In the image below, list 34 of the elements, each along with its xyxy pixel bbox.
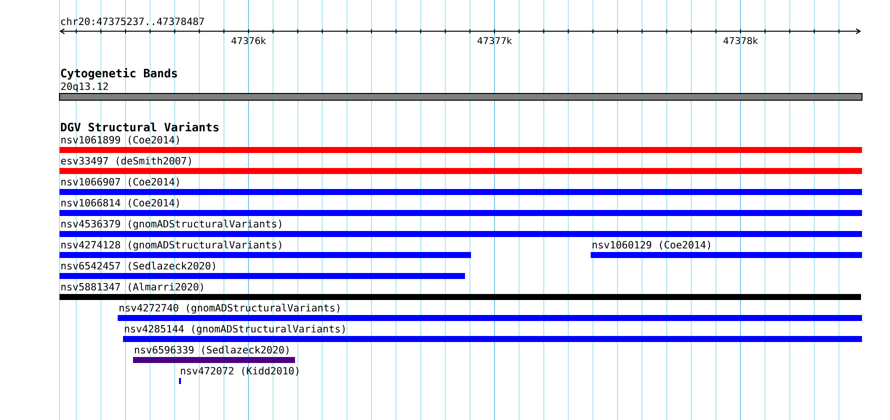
- track-title: Cytogenetic Bands: [61, 68, 177, 80]
- node-label: esv33497 (deSmith2007): [61, 156, 191, 166]
- track-title: DGV Structural Variants: [60, 122, 218, 132]
- variant-bar: nsv4285144 (gnomADStructuralVariants): [123, 324, 862, 342]
- node-label: nsv1060129 (Coe2014): [592, 240, 710, 250]
- variant-bar: nsv4272740 (gnomADStructuralVariants): [118, 304, 862, 321]
- node-label: nsv5881347 (Almarri2020): [61, 282, 203, 292]
- variant-bar: esv33497 (deSmith2007): [60, 156, 862, 174]
- variant-bar: nsv6596339 (Sedlazeck2020): [133, 346, 295, 363]
- node-label: nsv4285144 (gnomADStructuralVariants): [124, 324, 345, 335]
- variant-bar: nsv1061899 (Coe2014): [60, 136, 862, 153]
- node-label: nsv1061899 (Coe2014): [61, 136, 179, 145]
- tick-label: 47376k: [231, 36, 266, 44]
- node-label: nsv4274128 (gnomADStructuralVariants): [61, 240, 282, 251]
- node-label: nsv6596339 (Sedlazeck2020): [134, 346, 288, 355]
- node-label: nsv4272740 (gnomADStructuralVariants): [120, 304, 340, 314]
- range-label: chr20:47375237..47378487: [61, 17, 204, 26]
- node-label: nsv1066907 (Coe2014): [61, 178, 179, 187]
- variant-bar: nsv4536379 (gnomADStructuralVariants): [60, 220, 862, 237]
- variant-bar: nsv1066907 (Coe2014): [60, 178, 862, 195]
- variant-bar: nsv472072 (Kidd2010): [179, 366, 298, 384]
- node-label: nsv1066814 (Coe2014): [61, 198, 179, 208]
- cytoband-bar: 20q13.12: [59, 82, 863, 101]
- variant-bar: nsv4274128 (gnomADStructuralVariants): [60, 240, 471, 258]
- tick-label: 47378k: [723, 36, 758, 44]
- variant-bar: nsv1060129 (Coe2014): [590, 240, 862, 258]
- node-label: nsv6542457 (Sedlazeck2020): [61, 262, 215, 271]
- tick-label: 47377k: [477, 36, 512, 44]
- variant-bar: nsv6542457 (Sedlazeck2020): [60, 262, 465, 279]
- node-label: nsv472072 (Kidd2010): [180, 366, 298, 376]
- variant-bar: nsv5881347 (Almarri2020): [60, 282, 862, 300]
- node-label: 20q13.12: [61, 82, 108, 92]
- variant-bar: nsv1066814 (Coe2014): [60, 198, 862, 216]
- node-label: nsv4536379 (gnomADStructuralVariants): [61, 220, 282, 230]
